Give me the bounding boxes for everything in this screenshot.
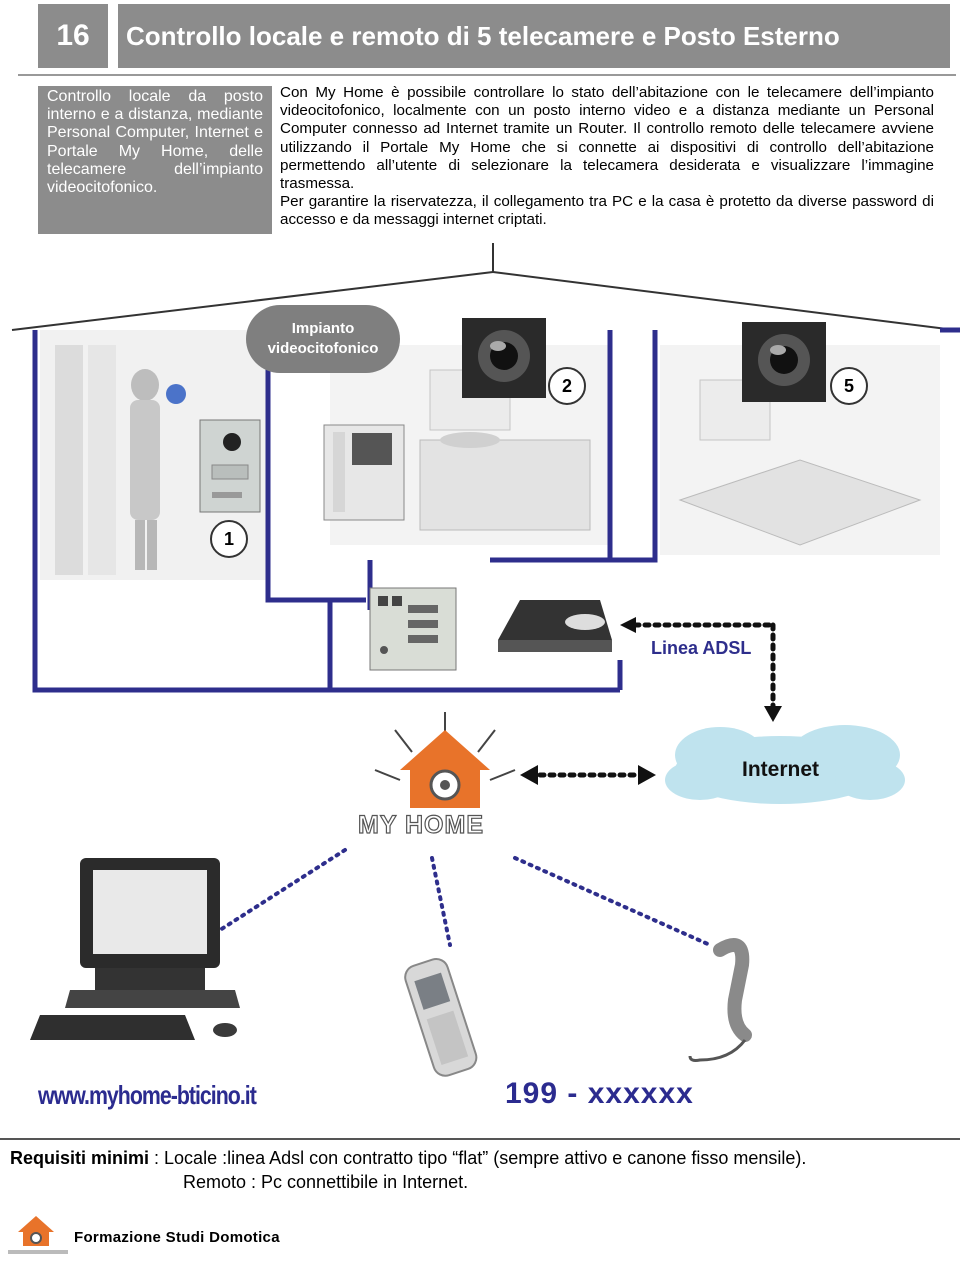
sidebar-summary: Controllo locale da posto interno e a di… — [38, 86, 272, 234]
camera-badge-1: 1 — [210, 520, 248, 558]
my-home-logo-icon — [374, 712, 516, 808]
landline-phone-icon — [688, 938, 752, 1062]
camera-badge-2: 2 — [548, 367, 586, 405]
external-intercom-panel-icon — [199, 419, 261, 513]
remote-links — [218, 848, 712, 947]
internal-video-monitor-icon — [323, 424, 405, 521]
bus-wiring — [32, 327, 960, 693]
phone-number: 199 - xxxxxx — [505, 1077, 694, 1110]
adsl-line-label: Linea ADSL — [651, 638, 752, 658]
desktop-computer-icon — [30, 858, 240, 1040]
house-roof-icon — [11, 243, 956, 331]
footer-logo-icon — [8, 1216, 68, 1254]
camera-2-icon — [462, 318, 546, 398]
website-url[interactable]: www.myhome-bticino.it — [38, 1080, 257, 1110]
impianto-videocitofonico-label: Impianto videocitofonico — [246, 305, 400, 373]
intro-paragraph-1: Con My Home è possibile controllare lo s… — [280, 84, 934, 193]
page-number: 16 — [38, 4, 108, 68]
footer-text: Formazione Studi Domotica — [74, 1229, 280, 1246]
internet-link — [520, 765, 656, 785]
internet-cloud-icon — [665, 725, 905, 804]
control-unit-icon — [369, 587, 457, 671]
camera-badge-5: 5 — [830, 367, 868, 405]
intro-paragraph-2: Per garantire la riservatezza, il colleg… — [280, 193, 934, 229]
requirements-local: Requisiti minimi : Locale :linea Adsl co… — [10, 1148, 806, 1169]
header-divider — [18, 74, 956, 76]
requirements-divider — [0, 1138, 960, 1140]
requirements-local-text: : Locale :linea Adsl con contratto tipo … — [149, 1148, 807, 1168]
intro-text: Con My Home è possibile controllare lo s… — [280, 84, 934, 230]
my-home-brand-text: MY HOME — [357, 810, 484, 839]
adsl-link — [620, 617, 782, 722]
requirements-label: Requisiti minimi — [10, 1148, 150, 1168]
page-title: Controllo locale e remoto di 5 telecamer… — [118, 4, 950, 68]
requirements-remote: Remoto : Pc connettibile in Internet. — [183, 1172, 469, 1192]
mobile-phone-icon — [404, 958, 478, 1077]
internet-label: Internet — [742, 758, 820, 781]
camera-5-icon — [742, 322, 826, 402]
router-icon — [498, 600, 612, 652]
